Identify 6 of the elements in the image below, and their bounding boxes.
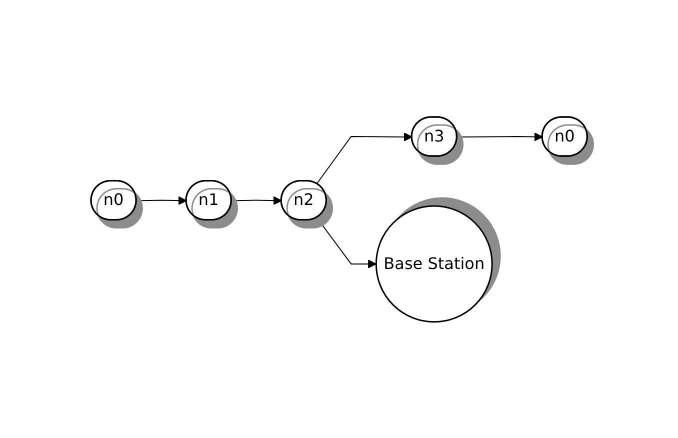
arrow: [231, 196, 282, 204]
node-circle: Base Station: [375, 204, 493, 322]
arrow: [316, 216, 376, 268]
arrow: [316, 132, 412, 184]
arrow: [456, 132, 543, 141]
arrow: [136, 196, 187, 204]
